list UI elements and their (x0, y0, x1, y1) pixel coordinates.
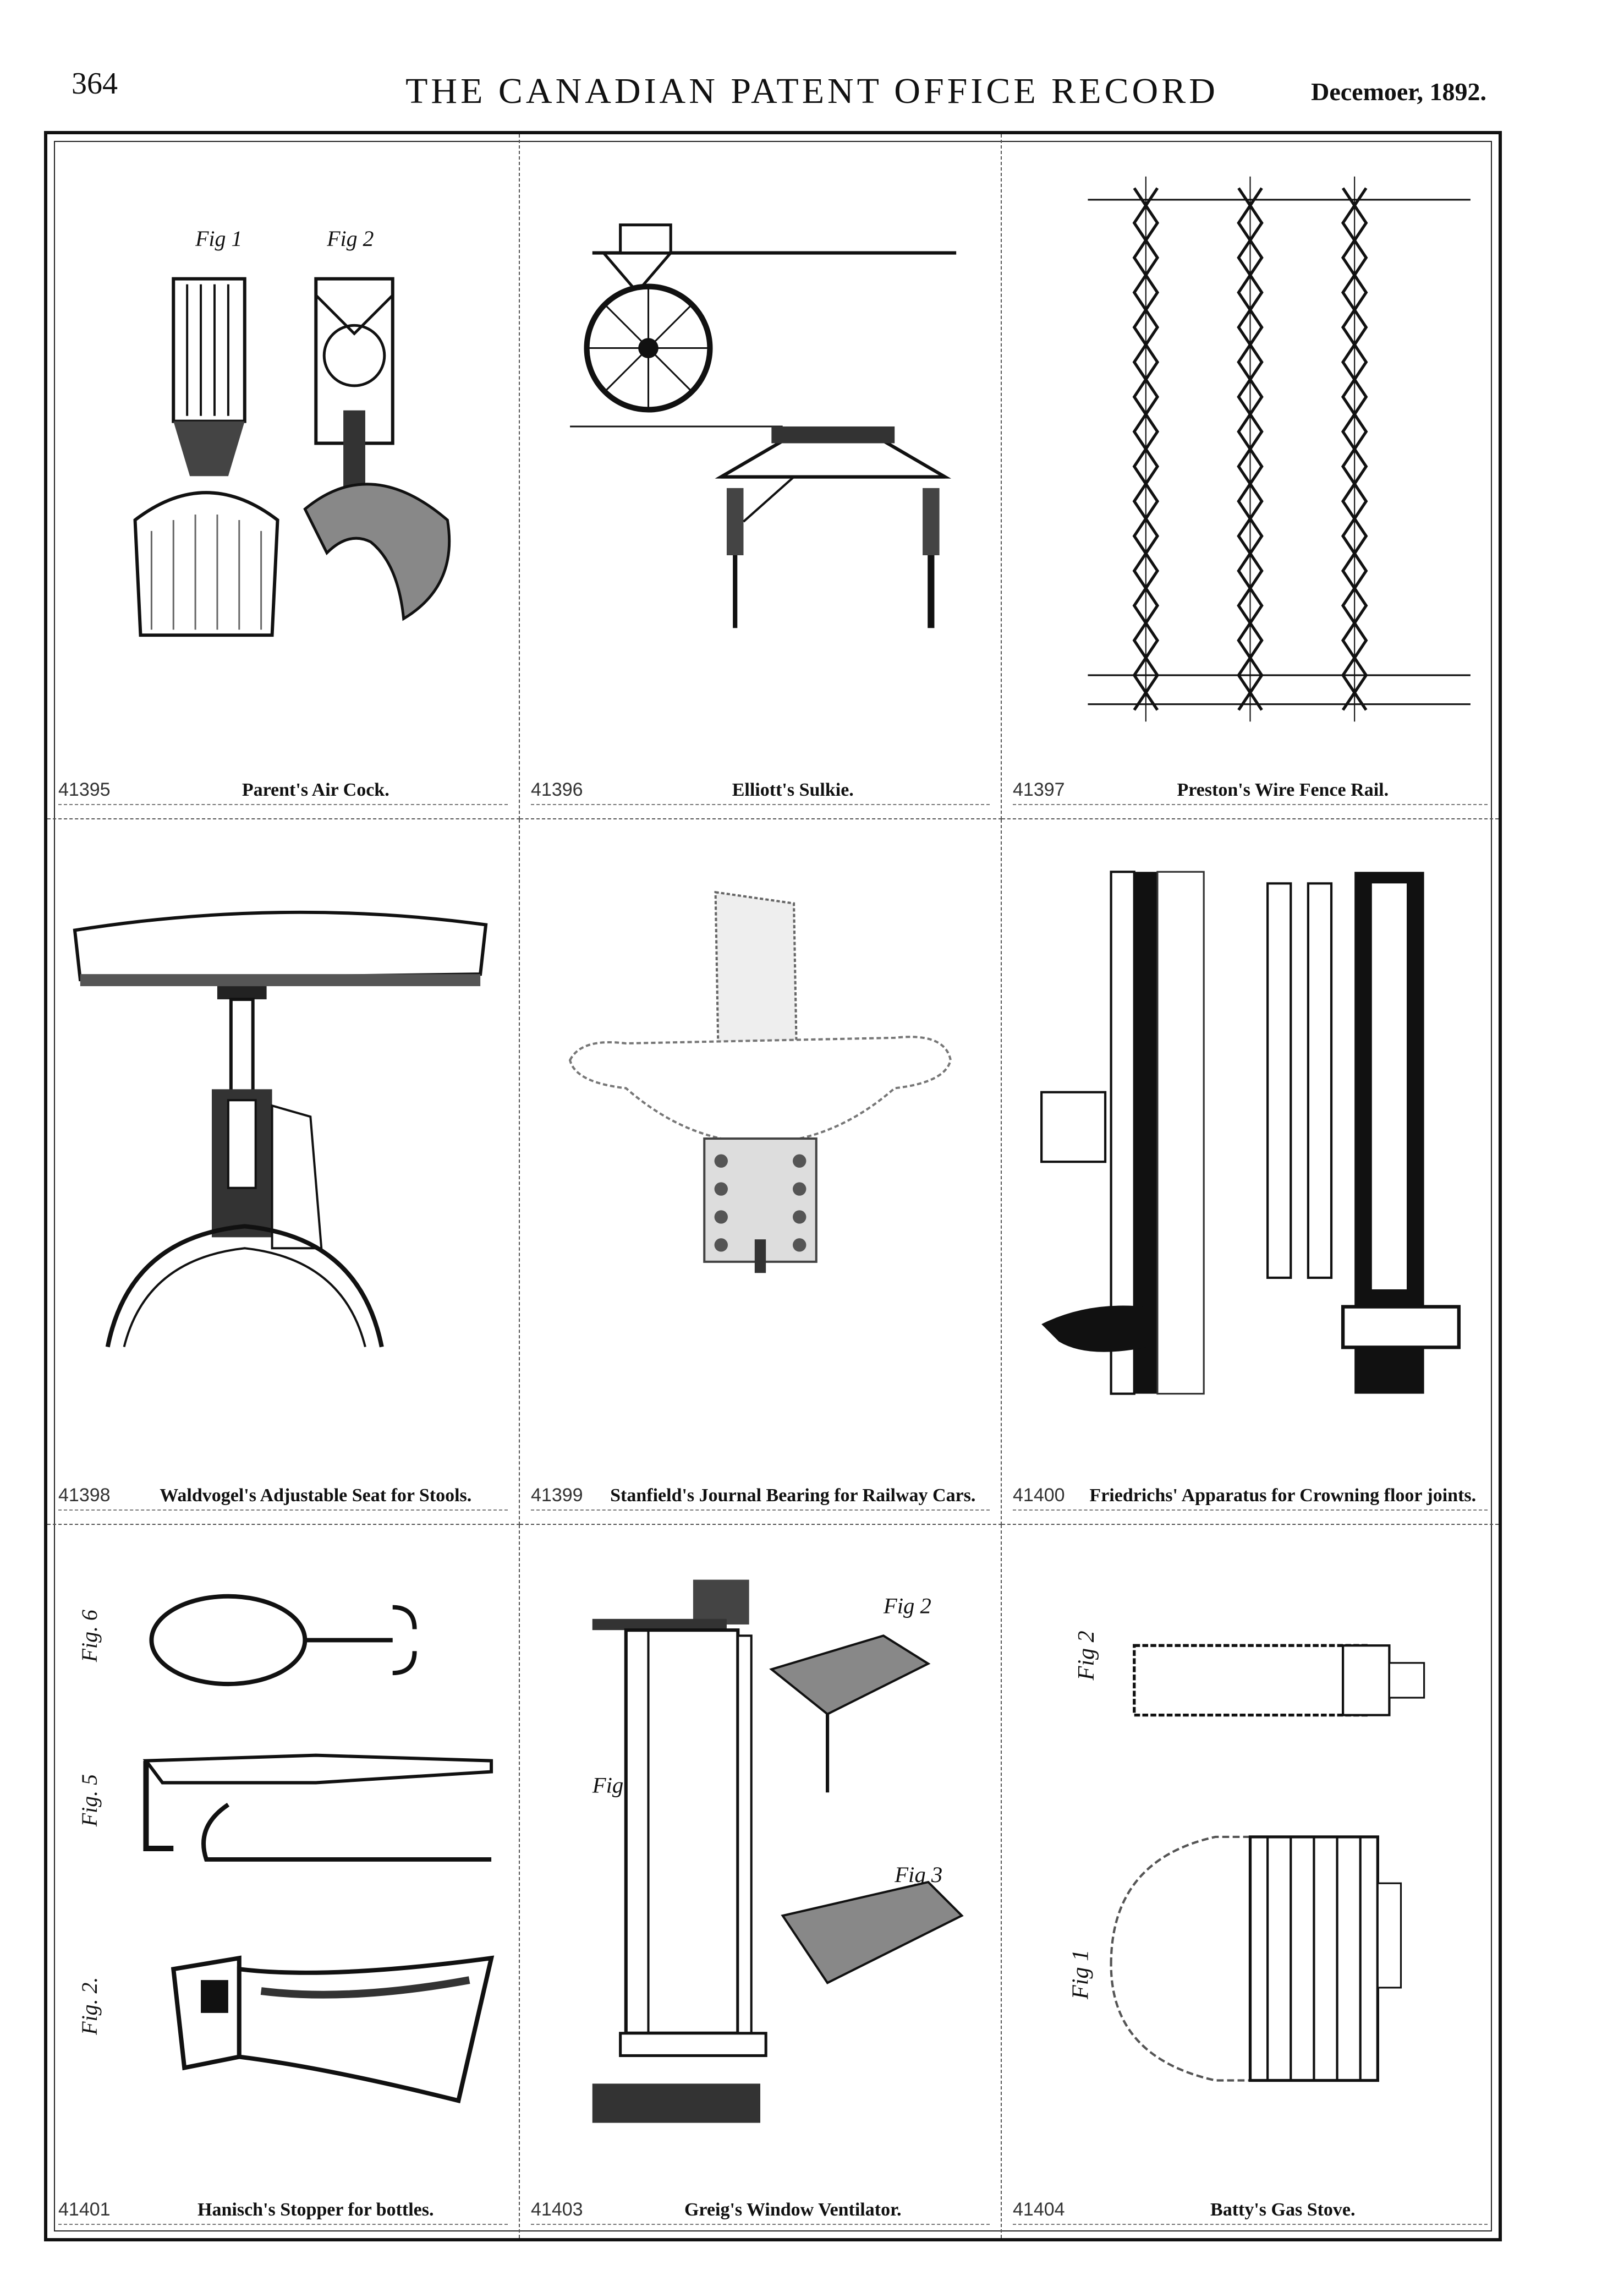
patent-number: 41404 (1013, 2199, 1065, 2220)
patent-cell-wire-fence-rail: 41397 Preston's Wire Fence Rail. (1002, 134, 1499, 819)
stopper-fig2-label: Fig. 2. (77, 1977, 102, 2036)
patent-title: Stanfield's Journal Bearing for Railway … (610, 1485, 976, 1506)
patent-cell-journal-bearing: 41399 Stanfield's Journal Bearing for Ra… (520, 819, 1002, 1525)
patent-title: Hanisch's Stopper for bottles. (197, 2200, 434, 2220)
bottle-stopper-caption: 41401 Hanisch's Stopper for bottles. (58, 2199, 508, 2225)
patent-title: Batty's Gas Stove. (1210, 2200, 1356, 2220)
patent-number: 41400 (1013, 1485, 1065, 1506)
patent-title: Elliott's Sulkie. (732, 780, 854, 800)
patent-cell-air-cock: Fig 1 Fig 2 (47, 134, 520, 819)
stove-fig1-label: Fig 1 (1067, 1950, 1093, 2000)
gas-stove-drawing: Fig 2 Fig 1 (1018, 1541, 1482, 2156)
patent-number: 41399 (531, 1485, 583, 1506)
air-cock-fig2-label: Fig 2 (326, 226, 374, 251)
stool-seat-caption: 41398 Waldvogel's Adjustable Seat for St… (58, 1485, 508, 1511)
patent-title: Preston's Wire Fence Rail. (1177, 780, 1389, 800)
patent-title: Parent's Air Cock. (242, 780, 389, 800)
window-ventilator-drawing: Fig 1 Fig 2 Fig 3 (536, 1541, 984, 2156)
patent-number: 41395 (58, 779, 111, 800)
wire-fence-caption: 41397 Preston's Wire Fence Rail. (1013, 779, 1488, 805)
issue-date: Decemoer, 1892. (1311, 78, 1486, 106)
patent-cell-floor-joints: 41400 Friedrichs' Apparatus for Crowning… (1002, 819, 1499, 1525)
patent-number: 41396 (531, 779, 583, 800)
patent-cell-stool-seat: 41398 Waldvogel's Adjustable Seat for St… (47, 819, 520, 1525)
air-cock-fig1-label: Fig 1 (195, 226, 242, 251)
stove-fig2-label: Fig 2 (1073, 1631, 1099, 1681)
patent-cell-bottle-stopper: Fig. 6 Fig. 5 Fig. 2. 41401 Hanisch's St… (47, 1525, 520, 2238)
ventilator-fig3-label: Fig 3 (894, 1862, 942, 1887)
stool-seat-drawing (64, 836, 502, 1441)
gas-stove-caption: 41404 Batty's Gas Stove. (1013, 2199, 1488, 2225)
floor-joints-drawing (1018, 836, 1482, 1441)
patent-cell-sulkie: 41396 Elliott's Sulkie. (520, 134, 1002, 819)
page-title: THE CANADIAN PATENT OFFICE RECORD (405, 71, 1219, 111)
journal-bearing-drawing (536, 836, 984, 1441)
air-cock-caption: 41395 Parent's Air Cock. (58, 779, 508, 805)
sulkie-drawing (536, 151, 984, 736)
air-cock-drawing: Fig 1 Fig 2 (64, 151, 502, 736)
stopper-fig5-label: Fig. 5 (77, 1774, 102, 1827)
plates-inner-border (54, 141, 1492, 2231)
window-ventilator-caption: 41403 Greig's Window Ventilator. (531, 2199, 990, 2225)
patent-title: Waldvogel's Adjustable Seat for Stools. (160, 1485, 472, 1506)
patent-cell-gas-stove: Fig 2 Fig 1 41404 Batty's Gas Stove. (1002, 1525, 1499, 2238)
patent-number: 41401 (58, 2199, 111, 2220)
patent-grid: Fig 1 Fig 2 (47, 134, 1499, 2238)
patent-number: 41403 (531, 2199, 583, 2220)
plates-frame: Fig 1 Fig 2 (44, 131, 1502, 2241)
ventilator-fig2-label: Fig 2 (883, 1594, 931, 1618)
patent-title: Greig's Window Ventilator. (684, 2200, 902, 2220)
patent-cell-window-ventilator: Fig 1 Fig 2 Fig 3 41403 Greig's (520, 1525, 1002, 2238)
wire-fence-drawing (1018, 151, 1482, 736)
stopper-fig6-label: Fig. 6 (77, 1610, 102, 1662)
patent-title: Friedrichs' Apparatus for Crowning floor… (1089, 1485, 1477, 1506)
bottle-stopper-drawing: Fig. 6 Fig. 5 Fig. 2. (64, 1541, 502, 2156)
sulkie-caption: 41396 Elliott's Sulkie. (531, 779, 990, 805)
journal-bearing-caption: 41399 Stanfield's Journal Bearing for Ra… (531, 1485, 990, 1511)
patent-number: 41398 (58, 1485, 111, 1506)
floor-joints-caption: 41400 Friedrichs' Apparatus for Crowning… (1013, 1485, 1488, 1511)
page-number: 364 (72, 67, 118, 101)
patent-number: 41397 (1013, 779, 1065, 800)
